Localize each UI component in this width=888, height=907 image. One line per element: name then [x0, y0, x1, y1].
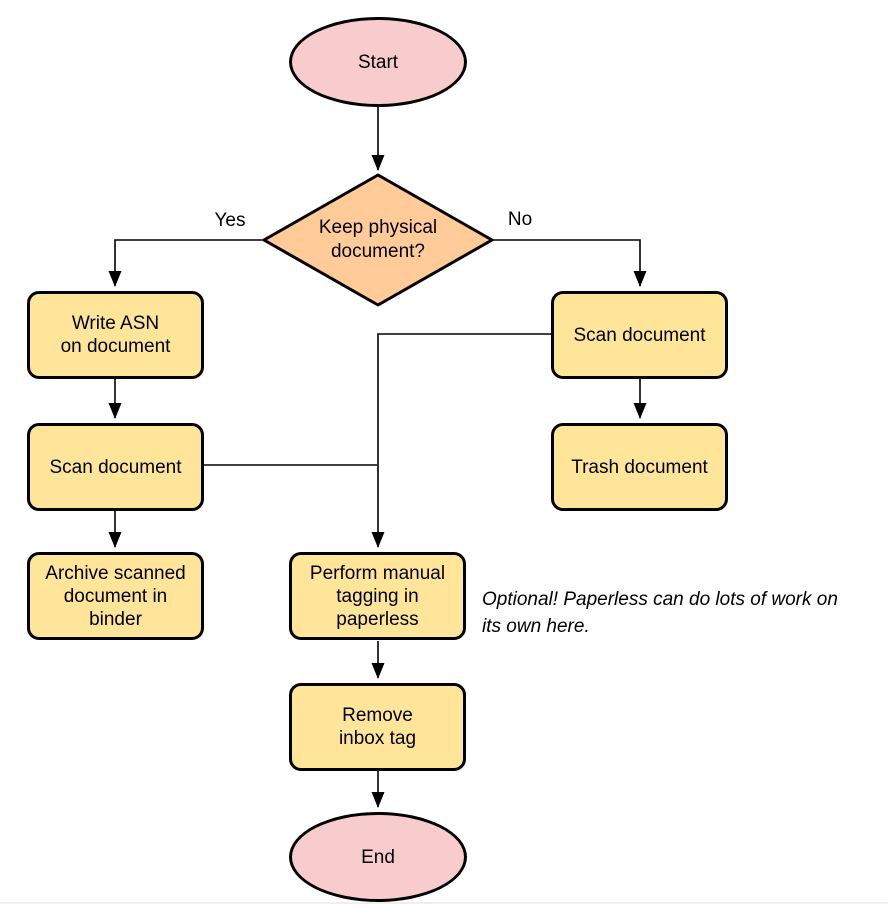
trash-document-node: Trash document — [551, 423, 728, 511]
edge-decision-yes-to-write-asn — [108, 239, 264, 287]
scan-document-left-node: Scan document — [27, 423, 204, 511]
scan-document-right-node: Scan document — [551, 291, 728, 379]
end-node: End — [289, 812, 467, 902]
archive-document-node: Archive scanned document in binder — [27, 552, 204, 640]
decision-node-label: Keep physical document? — [318, 217, 438, 262]
write-asn-node: Write ASN on document — [27, 291, 204, 379]
decision-node-shape — [262, 173, 494, 307]
manual-tagging-node: Perform manual tagging in paperless — [289, 552, 466, 640]
edge-label-no: No — [507, 209, 533, 230]
remove-inbox-tag-node: Remove inbox tag — [289, 683, 466, 771]
bottom-divider — [0, 902, 888, 904]
edge-scan-right-to-tagging — [371, 333, 552, 548]
optional-annotation: Optional! Paperless can do lots of work … — [482, 589, 838, 637]
edge-label-yes: Yes — [214, 210, 246, 231]
start-node: Start — [289, 17, 467, 107]
edge-decision-no-to-scan-right — [492, 239, 647, 287]
